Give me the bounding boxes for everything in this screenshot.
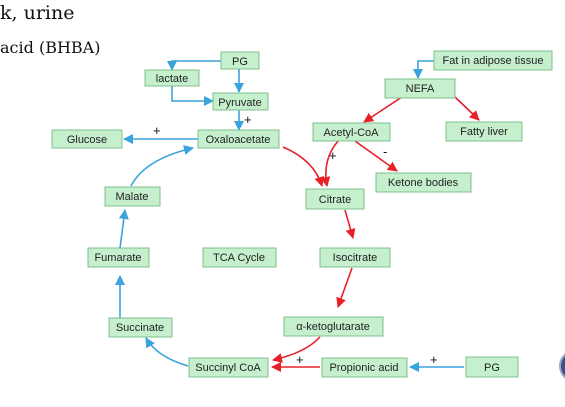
- node-succinate: Succinate: [108, 317, 173, 338]
- node-pyruvate: Pyruvate: [212, 92, 269, 111]
- node-glucose: Glucose: [51, 129, 123, 149]
- svg-text:Acetyl-CoA: Acetyl-CoA: [323, 127, 379, 139]
- svg-text:Succinate: Succinate: [116, 322, 164, 334]
- svg-text:Propionic acid: Propionic acid: [329, 362, 398, 374]
- arrow-succinylcoa-to-succinate: [145, 337, 189, 367]
- node-pg-bottom: PG: [465, 356, 519, 378]
- node-succinyl-coa: Succinyl CoA: [188, 357, 269, 378]
- blue-arrows: [115, 60, 489, 372]
- svg-text:PG: PG: [232, 56, 248, 68]
- header-line-1: k, urine: [0, 2, 75, 24]
- node-tca-cycle: TCA Cycle: [202, 247, 277, 268]
- svg-text:NEFA: NEFA: [406, 83, 435, 95]
- svg-text:Ketone bodies: Ketone bodies: [388, 177, 459, 189]
- arrow-nefa-to-fattyliver: [454, 96, 480, 121]
- node-malate: Malate: [104, 186, 161, 207]
- arrow-fumarate-to-malate: [118, 209, 129, 249]
- node-ketone-bodies: Ketone bodies: [375, 172, 472, 193]
- sign-acetylcoa-citrate: +: [329, 148, 337, 163]
- node-propionic-acid: Propionic acid: [321, 357, 408, 378]
- arrow-citrate-to-isocitrate: [344, 209, 356, 239]
- node-citrate: Citrate: [305, 188, 365, 210]
- svg-text:Fat in adipose tissue: Fat in adipose tissue: [443, 55, 544, 67]
- arrow-isocitrate-to-akg: [336, 267, 353, 308]
- node-fat-in-adipose-tissue: Fat in adipose tissue: [433, 50, 553, 71]
- svg-text:Pyruvate: Pyruvate: [218, 97, 261, 109]
- sign-pg-propionic: +: [430, 352, 438, 367]
- svg-text:α-ketoglutarate: α-ketoglutarate: [296, 321, 370, 333]
- svg-text:Malate: Malate: [115, 191, 148, 203]
- arrow-oxaloacetate-to-citrate: [282, 146, 325, 187]
- node-fatty-liver: Fatty liver: [445, 121, 523, 142]
- node-alpha-ketoglutarate: α-ketoglutarate: [283, 316, 384, 337]
- svg-text:Fatty liver: Fatty liver: [460, 126, 508, 138]
- sign-oxaloacetate-glucose: +: [153, 123, 161, 138]
- arrow-pg-to-lactate: [167, 60, 221, 71]
- sign-pyruvate-oxaloacetate: +: [244, 112, 252, 127]
- arrow-nefa-to-acetylcoa: [363, 96, 403, 123]
- node-acetyl-coa: Acetyl-CoA: [312, 122, 391, 142]
- partial-logo-emblem: [559, 353, 565, 379]
- sign-propionic-succinylcoa: +: [296, 352, 304, 367]
- node-oxaloacetate: Oxaloacetate: [197, 129, 280, 149]
- svg-text:Citrate: Citrate: [319, 194, 351, 206]
- regulation-signs: + + + - + +: [153, 112, 438, 367]
- arrow-acetylcoa-to-ketones: [354, 140, 398, 172]
- svg-text:Glucose: Glucose: [67, 134, 107, 146]
- arrow-malate-to-oxaloacetate: [130, 145, 194, 187]
- arrow-acetylcoa-to-citrate: [320, 140, 339, 187]
- node-pg-top: PG: [220, 51, 260, 70]
- red-arrows: [271, 96, 480, 372]
- node-fumarate: Fumarate: [87, 247, 150, 268]
- node-lactate: lactate: [144, 69, 200, 87]
- header-line-2: acid (BHBA): [0, 38, 101, 57]
- svg-text:Fumarate: Fumarate: [94, 252, 141, 264]
- svg-text:TCA Cycle: TCA Cycle: [213, 252, 265, 264]
- svg-text:lactate: lactate: [156, 73, 188, 85]
- arrow-lactate-to-pyruvate: [171, 86, 214, 106]
- svg-text:PG: PG: [484, 362, 500, 374]
- svg-text:Isocitrate: Isocitrate: [333, 252, 378, 264]
- node-isocitrate: Isocitrate: [319, 247, 391, 268]
- svg-text:Oxaloacetate: Oxaloacetate: [206, 134, 271, 146]
- svg-text:Succinyl CoA: Succinyl CoA: [195, 362, 261, 374]
- arrow-akg-to-succinylcoa: [272, 336, 321, 363]
- node-nefa: NEFA: [384, 78, 456, 99]
- sign-acetylcoa-ketones: -: [383, 144, 387, 159]
